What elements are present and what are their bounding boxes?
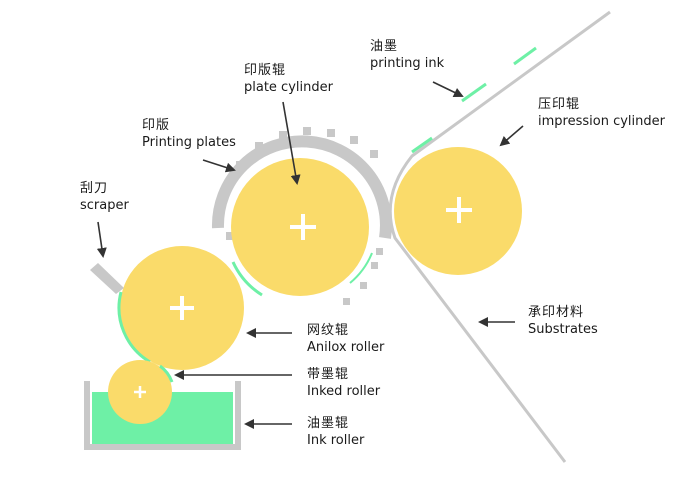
label-impression-cylinder: 压印辊 impression cylinder (538, 96, 665, 130)
label-ink-roller: 油墨辊 Ink roller (307, 415, 364, 449)
label-anilox-roller-zh: 网纹辊 (307, 323, 350, 338)
scraper-blade (90, 263, 124, 294)
label-inked-roller-zh: 带墨辊 (307, 367, 350, 382)
label-inked-roller-en: Inked roller (307, 384, 381, 399)
label-ink-roller-zh: 油墨辊 (307, 416, 350, 431)
label-scraper-en: scraper (80, 198, 129, 213)
arrow-printing-ink (432, 81, 464, 98)
label-scraper-zh: 刮刀 (80, 181, 109, 196)
arrow-printing-plates (202, 159, 236, 173)
label-ink-roller-en: Ink roller (307, 433, 365, 448)
arrow-plate-cylinder (282, 101, 301, 185)
callout-arrows (96, 81, 524, 429)
label-plate-cylinder-zh: 印版辊 (244, 63, 287, 78)
label-plate-cylinder: 印版辊 plate cylinder (244, 62, 333, 96)
center-marks (134, 197, 472, 398)
label-printing-ink-en: printing ink (370, 56, 445, 71)
label-scraper: 刮刀 scraper (80, 180, 129, 214)
label-printing-ink: 油墨 printing ink (370, 38, 444, 72)
label-anilox-roller-en: Anilox roller (307, 340, 385, 355)
label-anilox-roller: 网纹辊 Anilox roller (307, 322, 384, 356)
label-impression-cylinder-en: impression cylinder (538, 114, 665, 129)
label-printing-ink-zh: 油墨 (370, 39, 399, 54)
arrow-scraper (96, 221, 107, 258)
label-plate-cylinder-en: plate cylinder (244, 80, 333, 95)
label-inked-roller: 带墨辊 Inked roller (307, 366, 380, 400)
arrow-impression-cylinder (499, 125, 524, 147)
substrate-web (388, 10, 611, 463)
label-substrates-en: Substrates (528, 322, 598, 337)
label-printing-plates-en: Printing plates (142, 135, 236, 150)
label-printing-plates-zh: 印版 (142, 118, 171, 133)
label-substrates: 承印材料 Substrates (528, 304, 598, 338)
ink-dashes-on-web (411, 46, 537, 154)
label-impression-cylinder-zh: 压印辊 (538, 97, 581, 112)
label-printing-plates: 印版 Printing plates (142, 117, 236, 151)
label-substrates-zh: 承印材料 (528, 305, 585, 320)
